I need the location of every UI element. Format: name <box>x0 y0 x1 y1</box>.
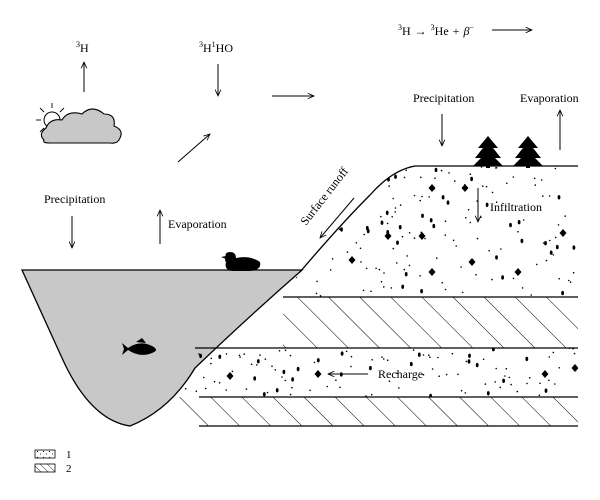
legend-item-hatched: 2 <box>34 463 72 475</box>
evaporation-left-label: Evaporation <box>168 217 227 231</box>
pine-tree-icon <box>513 136 543 168</box>
aquitard-upper <box>283 297 578 348</box>
pine-tree-icon <box>473 136 503 168</box>
evaporation-right-label: Evaporation <box>520 91 579 105</box>
ground-surface <box>299 165 578 273</box>
fish-icon <box>122 338 156 355</box>
sun-behind-cloud-icon <box>36 103 122 144</box>
precipitation-right-label: Precipitation <box>413 91 474 105</box>
unsaturated-zone <box>294 165 578 297</box>
vapor-rise-arrow <box>177 134 210 163</box>
surface-runoff-arrow <box>320 197 355 238</box>
precipitation-left-label: Precipitation <box>44 192 105 206</box>
surface-runoff-label: Surface runoff <box>297 165 351 228</box>
aquifer <box>172 348 578 397</box>
recharge-label: Recharge <box>378 367 423 381</box>
legend: 1 2 <box>34 449 72 475</box>
svg-text:1: 1 <box>66 449 72 461</box>
infiltration-label: Infiltration <box>490 200 542 214</box>
tritium-atmosphere-label: 3H <box>76 40 89 55</box>
legend-item-dotted: 1 <box>34 449 72 461</box>
lake-water <box>20 269 304 427</box>
tritium-decay-equation: 3H→3He+β− <box>398 23 474 38</box>
svg-text:2: 2 <box>66 463 72 475</box>
aquitard-lower <box>171 397 578 426</box>
duck-icon <box>221 252 261 271</box>
tritiated-water-label: 3H1HO <box>199 40 233 55</box>
